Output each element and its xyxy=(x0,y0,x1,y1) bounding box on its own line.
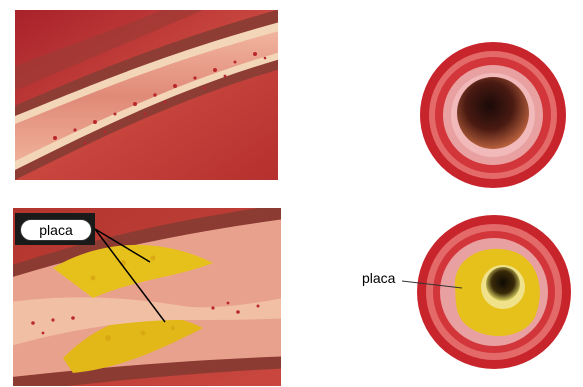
plaque-label-left: placa xyxy=(20,219,92,241)
healthy-artery-cross-section xyxy=(418,40,568,190)
plaque-label-right: placa xyxy=(362,270,395,286)
healthy-artery-longitudinal xyxy=(15,10,278,180)
plaque-artery-cross-section xyxy=(415,212,573,372)
